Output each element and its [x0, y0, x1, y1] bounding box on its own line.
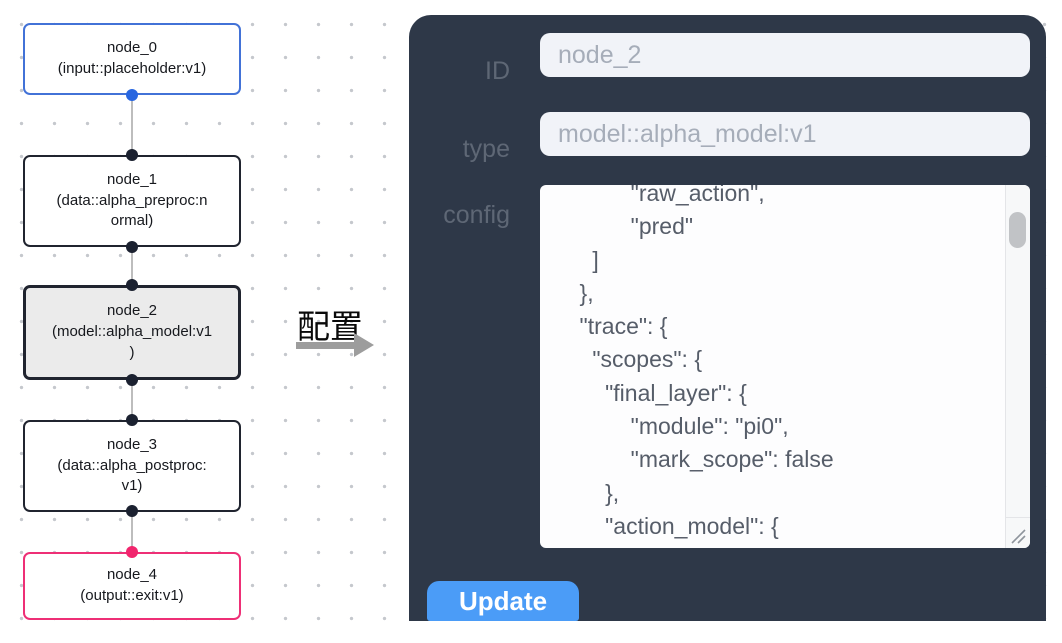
graph-node-node_0[interactable]: node_0 (input::placeholder:v1) [23, 23, 241, 95]
port-node4-in[interactable] [126, 546, 138, 558]
type-input[interactable] [540, 112, 1030, 156]
port-node0-out[interactable] [126, 89, 138, 101]
configure-arrow-head [354, 333, 374, 357]
node-label: node_1 (data::alpha_preproc:n ormal) [56, 170, 208, 230]
graph-node-node_1[interactable]: node_1 (data::alpha_preproc:n ormal) [23, 155, 241, 247]
config-scrollbar[interactable] [1005, 185, 1030, 548]
port-node1-in[interactable] [126, 149, 138, 161]
id-field-label: ID [485, 57, 510, 85]
edge-node0-node1 [131, 95, 133, 155]
node-label: node_2 (model::alpha_model:v1 ) [51, 302, 213, 361]
port-node2-in[interactable] [126, 279, 138, 291]
node-label: node_3 (data::alpha_postproc: v1) [57, 435, 207, 495]
update-button[interactable]: Update [427, 581, 579, 621]
configure-arrow [296, 342, 356, 349]
type-field-label: type [462, 135, 510, 163]
config-scroll-corner [1005, 517, 1030, 548]
port-node3-in[interactable] [126, 414, 138, 426]
config-json-text: "raw_action", "pred" ] }, "trace": { "sc… [579, 185, 834, 539]
edge-node3-node4 [131, 511, 133, 552]
graph-node-node_2[interactable]: node_2 (model::alpha_model:v1 ) [23, 285, 241, 380]
node-label: node_0 (input::placeholder:v1) [57, 39, 207, 77]
config-scrollbar-thumb[interactable] [1009, 212, 1026, 248]
edge-node2-node3 [131, 380, 133, 420]
graph-node-node_3[interactable]: node_3 (data::alpha_postproc: v1) [23, 420, 241, 512]
node-label: node_4 (output::exit:v1) [80, 566, 184, 604]
graph-node-node_4[interactable]: node_4 (output::exit:v1) [23, 552, 241, 620]
port-node2-out[interactable] [126, 374, 138, 386]
config-textarea[interactable]: "raw_action", "pred" ] }, "trace": { "sc… [540, 185, 1030, 548]
configure-label: 配置 [297, 308, 363, 345]
node-config-panel: ID type config "raw_action", "pred" ] },… [409, 15, 1046, 621]
id-input[interactable] [540, 33, 1030, 77]
edge-node1-node2 [131, 247, 133, 285]
port-node1-out[interactable] [126, 241, 138, 253]
port-node3-out[interactable] [126, 505, 138, 517]
config-field-label: config [443, 201, 510, 229]
resize-handle-icon[interactable] [1009, 527, 1027, 545]
